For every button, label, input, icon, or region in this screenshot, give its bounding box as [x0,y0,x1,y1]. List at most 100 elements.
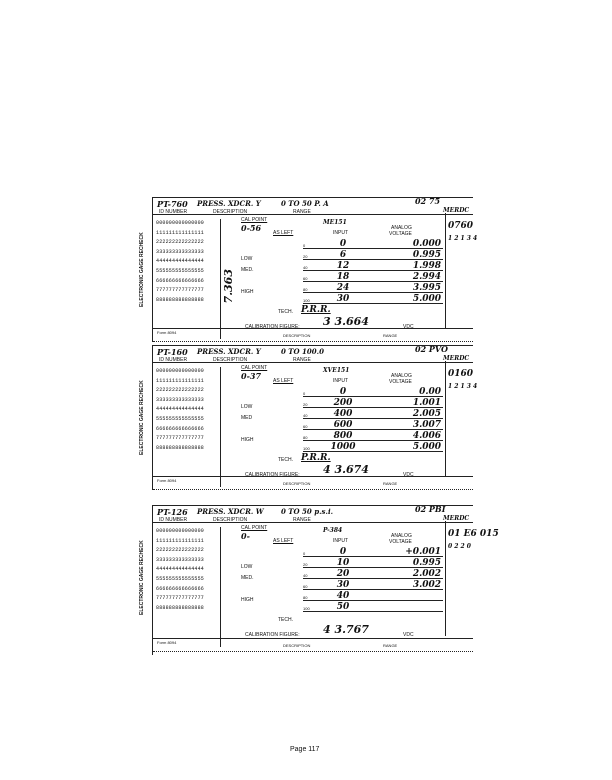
input-value: 24 [336,283,350,293]
voltage-value: 0.00 [419,387,441,397]
calibration-card: PT-760 ID NUMBER PRESS. XDCR. Y DESCRIPT… [139,197,477,342]
analog-label: ANALOG [391,533,412,539]
level-label: MED [241,415,253,421]
form-number: Form 8094 [157,478,177,483]
input-value: 200 [333,398,353,408]
pct: 20 [303,402,308,407]
cal-point: 0-37 [241,371,262,381]
input-value: 800 [333,431,353,441]
voltage-value: 5.000 [412,294,441,304]
cal-row: 20 10 0.995 [303,558,443,568]
card-header: PT-760 ID NUMBER PRESS. XDCR. Y DESCRIPT… [153,197,473,215]
input-value: 18 [336,272,350,282]
voltage-value: 3.002 [412,580,441,590]
voltage-value: 2.994 [412,272,441,282]
input-label: INPUT [333,378,348,384]
input-value: 20 [336,569,350,579]
calibration-card: PT-160 ID NUMBER PRESS. XDCR. Y DESCRIPT… [139,345,477,490]
standard: XVE151 [323,367,350,374]
cal-row: 0 0 0.00 [303,387,443,397]
input-value: 40 [336,591,350,601]
description-label: DESCRIPTION [213,517,248,523]
cal-figure: 3 3.664 [323,315,369,328]
tech: P.R.R. [301,453,331,463]
pct: 0 [303,551,306,556]
pct: 100 [303,298,310,303]
input-value: 50 [336,602,350,612]
cal-row: 60 18 2.994 [303,272,443,282]
fit: 01 E6 015 [448,529,499,539]
pct: 100 [303,606,310,611]
description-label: DESCRIPTION [213,209,248,215]
cal-point: 0- [241,531,250,541]
tech-label: TECH. [278,309,293,315]
description: PRESS. XDCR. Y [197,199,261,208]
pct: 0 [303,391,306,396]
cal-row: 80 24 3.995 [303,283,443,293]
input-label: INPUT [333,230,348,236]
mfr: MERDC [443,355,470,362]
page-number: Page 117 [290,746,320,753]
cal-point-label: CAL POINT [241,525,268,531]
fit-panel: 01 E6 015 0 2 2 0 [445,521,499,636]
analog-label: ANALOG [391,225,412,231]
description: PRESS. XDCR. Y [197,347,261,356]
card-footer: Form 8094 DESCRIPTION RANGE [153,638,473,652]
vdc-label: VDC [403,324,414,330]
voltage-value: 0.995 [412,250,441,260]
range-label: RANGE [293,209,311,215]
cal-row: 60 600 3.007 [303,420,443,430]
cal-row: 60 30 3.002 [303,580,443,590]
analog-label: ANALOG [391,373,412,379]
as-left-label: AS LEFT [273,538,294,544]
standard: ME151 [323,219,347,226]
fit-panel: 0160 1 2 1 3 4 [445,361,477,476]
range: 0 TO 50 p.s.i. [281,507,334,516]
input-value: 12 [336,261,350,271]
cal-figure-label: CALIBRATION FIGURE: [245,632,300,638]
cal-point-label: CAL POINT [241,217,268,223]
pct: 0 [303,243,306,248]
as-left-label: AS LEFT [273,230,294,236]
level-label: HIGH [241,289,254,295]
level-label: MED. [241,267,254,273]
fit: 0760 [448,221,474,231]
level-label: HIGH [241,437,254,443]
tech-label: TECH. [278,617,293,623]
id-number: PT-760 [157,199,188,209]
cal-row: 80 800 4.006 [303,431,443,441]
voltage-label: VOLTAGE [389,231,412,237]
tech: P.R.R. [301,305,331,315]
footer-range: RANGE [383,481,398,486]
id-label: ID NUMBER [159,357,188,363]
cal-figure-label: CALIBRATION FIGURE: [245,472,300,478]
standard: P-384 [323,527,343,534]
calibration-card: PT-126 ID NUMBER PRESS. XDCR. W DESCRIPT… [139,505,499,655]
voltage-value: 3.007 [412,420,441,430]
voltage-value: 2.005 [412,409,441,419]
cal-row: 20 6 0.995 [303,250,443,260]
pct: 100 [303,446,310,451]
voltage-label: VOLTAGE [389,379,412,385]
side-label: ELECTRONIC GAGE RECHECK [139,380,145,455]
pct: 60 [303,276,308,281]
footer-description: DESCRIPTION [283,481,311,486]
input-value: 0 [339,387,347,397]
form-number: Form 8094 [157,640,177,645]
level-label: HIGH [241,597,254,603]
card-header: PT-160 ID NUMBER PRESS. XDCR. Y DESCRIPT… [153,345,473,363]
id-label: ID NUMBER [159,209,188,215]
input-value: 10 [336,558,350,568]
description-label: DESCRIPTION [213,357,248,363]
cal-row: 0 0 +0.001 [303,547,443,557]
input-value: 0 [339,239,347,249]
cal-point-label: CAL POINT [241,365,268,371]
cal-row: 0 0 0.000 [303,239,443,249]
footer-range: RANGE [383,643,398,648]
side-label: ELECTRONIC GAGE RECHECK [139,540,145,615]
pct: 60 [303,424,308,429]
cal-figure: 4 3.767 [323,623,369,636]
input-value: 30 [336,294,350,304]
fit: 0160 [448,369,474,379]
